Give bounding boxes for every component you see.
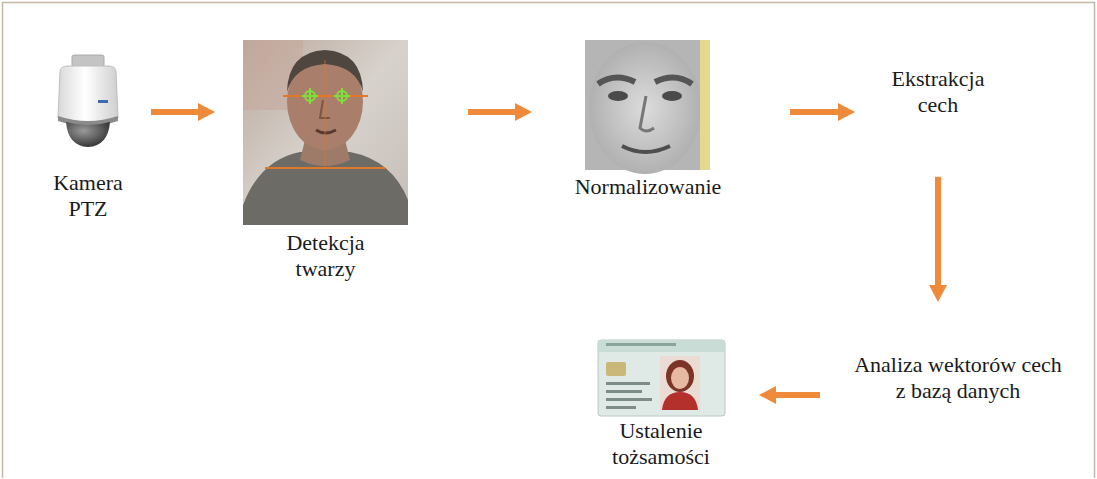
step-label: Ekstrakcja cech <box>873 66 1003 119</box>
arrow-shaft <box>468 109 517 115</box>
step-label: Detekcja twarzy <box>266 230 386 283</box>
normalized-face-image <box>585 40 710 174</box>
text-step: Ekstrakcja cech <box>873 66 1003 119</box>
step-label: Ustalenie tożsamości <box>596 418 726 471</box>
step-label: Normalizowanie <box>563 174 733 200</box>
illustrated-step: Detekcja twarzy <box>243 40 408 283</box>
arrow-shaft <box>935 177 941 287</box>
flow-arrow <box>759 386 820 404</box>
arrow-head <box>515 103 532 121</box>
face-detection-photo <box>243 40 408 225</box>
arrow-shaft <box>790 109 840 115</box>
illustrated-step: Kamera PTZ <box>45 52 131 223</box>
illustrated-step: Normalizowanie <box>563 40 733 200</box>
arrow-shaft <box>151 109 200 115</box>
flow-arrow <box>929 177 947 302</box>
arrow-head <box>759 386 776 404</box>
arrow-shaft <box>774 392 820 398</box>
step-label: Kamera PTZ <box>45 170 131 223</box>
flow-arrow <box>468 103 532 121</box>
id-card-image <box>598 340 725 416</box>
arrow-head <box>929 285 947 302</box>
flow-arrow <box>790 103 855 121</box>
arrow-head <box>198 103 215 121</box>
frame <box>3 3 1095 479</box>
text-step: Analiza wektorów cech z bazą danych <box>848 352 1068 405</box>
illustrated-step: Ustalenie tożsamości <box>596 338 726 471</box>
arrow-head <box>838 103 855 121</box>
ptz-camera-icon <box>58 55 118 147</box>
step-label: Analiza wektorów cech z bazą danych <box>848 352 1068 405</box>
flow-arrow <box>151 103 215 121</box>
